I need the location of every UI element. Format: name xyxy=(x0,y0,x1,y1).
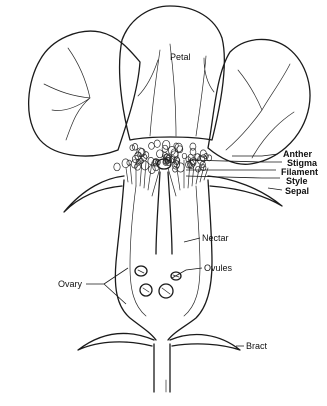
anther xyxy=(149,143,155,150)
label-sepal: Sepal xyxy=(285,186,309,196)
bracts xyxy=(78,333,240,350)
anther xyxy=(196,166,201,172)
sepal-right xyxy=(208,176,282,206)
anther xyxy=(132,144,137,151)
ovule xyxy=(135,266,147,276)
anther xyxy=(174,143,178,148)
label-style: Style xyxy=(286,176,308,186)
anther xyxy=(175,143,182,152)
anther xyxy=(149,165,156,173)
anther xyxy=(157,150,164,158)
ovules xyxy=(135,266,181,298)
receptacle-inner-left xyxy=(130,186,146,316)
receptacle xyxy=(115,180,212,340)
label-ovary: Ovary xyxy=(58,279,83,289)
receptacle-outer-right xyxy=(168,180,212,340)
sepals xyxy=(64,176,282,212)
receptacle-inner-right xyxy=(184,186,200,316)
petal-left xyxy=(29,31,140,156)
petal-right xyxy=(208,39,310,164)
label-petal: Petal xyxy=(170,52,191,62)
stem xyxy=(154,344,170,392)
label-nectar: Nectar xyxy=(202,233,229,243)
label-bract: Bract xyxy=(246,341,268,351)
sepal-left xyxy=(64,176,124,212)
anther xyxy=(174,157,179,163)
style-left xyxy=(156,172,160,254)
bract-right xyxy=(170,335,240,350)
receptacle-outer-left xyxy=(115,180,156,340)
style-right xyxy=(168,172,172,254)
petal-center xyxy=(120,6,225,140)
bract-left xyxy=(78,333,154,350)
anther xyxy=(114,163,120,171)
label-ovules: Ovules xyxy=(204,263,233,273)
anther xyxy=(154,140,160,147)
labels: Petal Anther Stigma Filament Style Sepal… xyxy=(58,52,318,351)
petals xyxy=(29,6,310,164)
anther xyxy=(141,161,148,170)
anther xyxy=(207,155,212,161)
